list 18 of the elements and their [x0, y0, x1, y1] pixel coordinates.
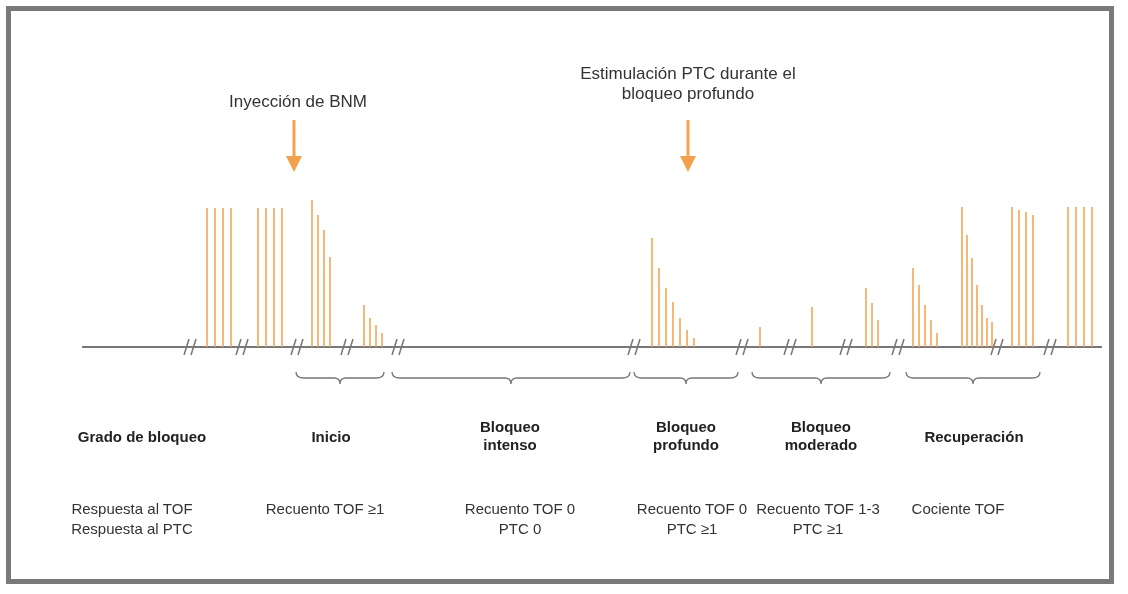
criterion-text: Recuento TOF ≥1: [265, 500, 385, 518]
phase-label: Bloqueo moderado: [783, 418, 859, 454]
phase-label: Inicio: [311, 428, 351, 446]
phase-label: Bloqueo intenso: [479, 418, 541, 454]
criterion-text: PTC ≥1: [792, 520, 844, 538]
criterion-text: PTC 0: [498, 520, 542, 538]
caption-text: Estimulación PTC durante el bloqueo profundo: [579, 64, 797, 105]
row-heading: Respuesta al PTC: [71, 520, 193, 538]
caption-text: Inyección de BNM: [228, 92, 368, 113]
criterion-text: Recuento TOF 0: [464, 500, 576, 518]
phase-label: Recuperación: [924, 428, 1024, 446]
criterion-text: Recuento TOF 1-3: [756, 500, 880, 518]
criterion-text: PTC ≥1: [666, 520, 718, 538]
criterion-text: Cociente TOF: [911, 500, 1005, 518]
row-heading: Respuesta al TOF: [71, 500, 193, 518]
phase-label: Bloqueo profundo: [652, 418, 720, 454]
criterion-text: Recuento TOF 0: [636, 500, 748, 518]
row-heading: Grado de bloqueo: [77, 428, 207, 446]
